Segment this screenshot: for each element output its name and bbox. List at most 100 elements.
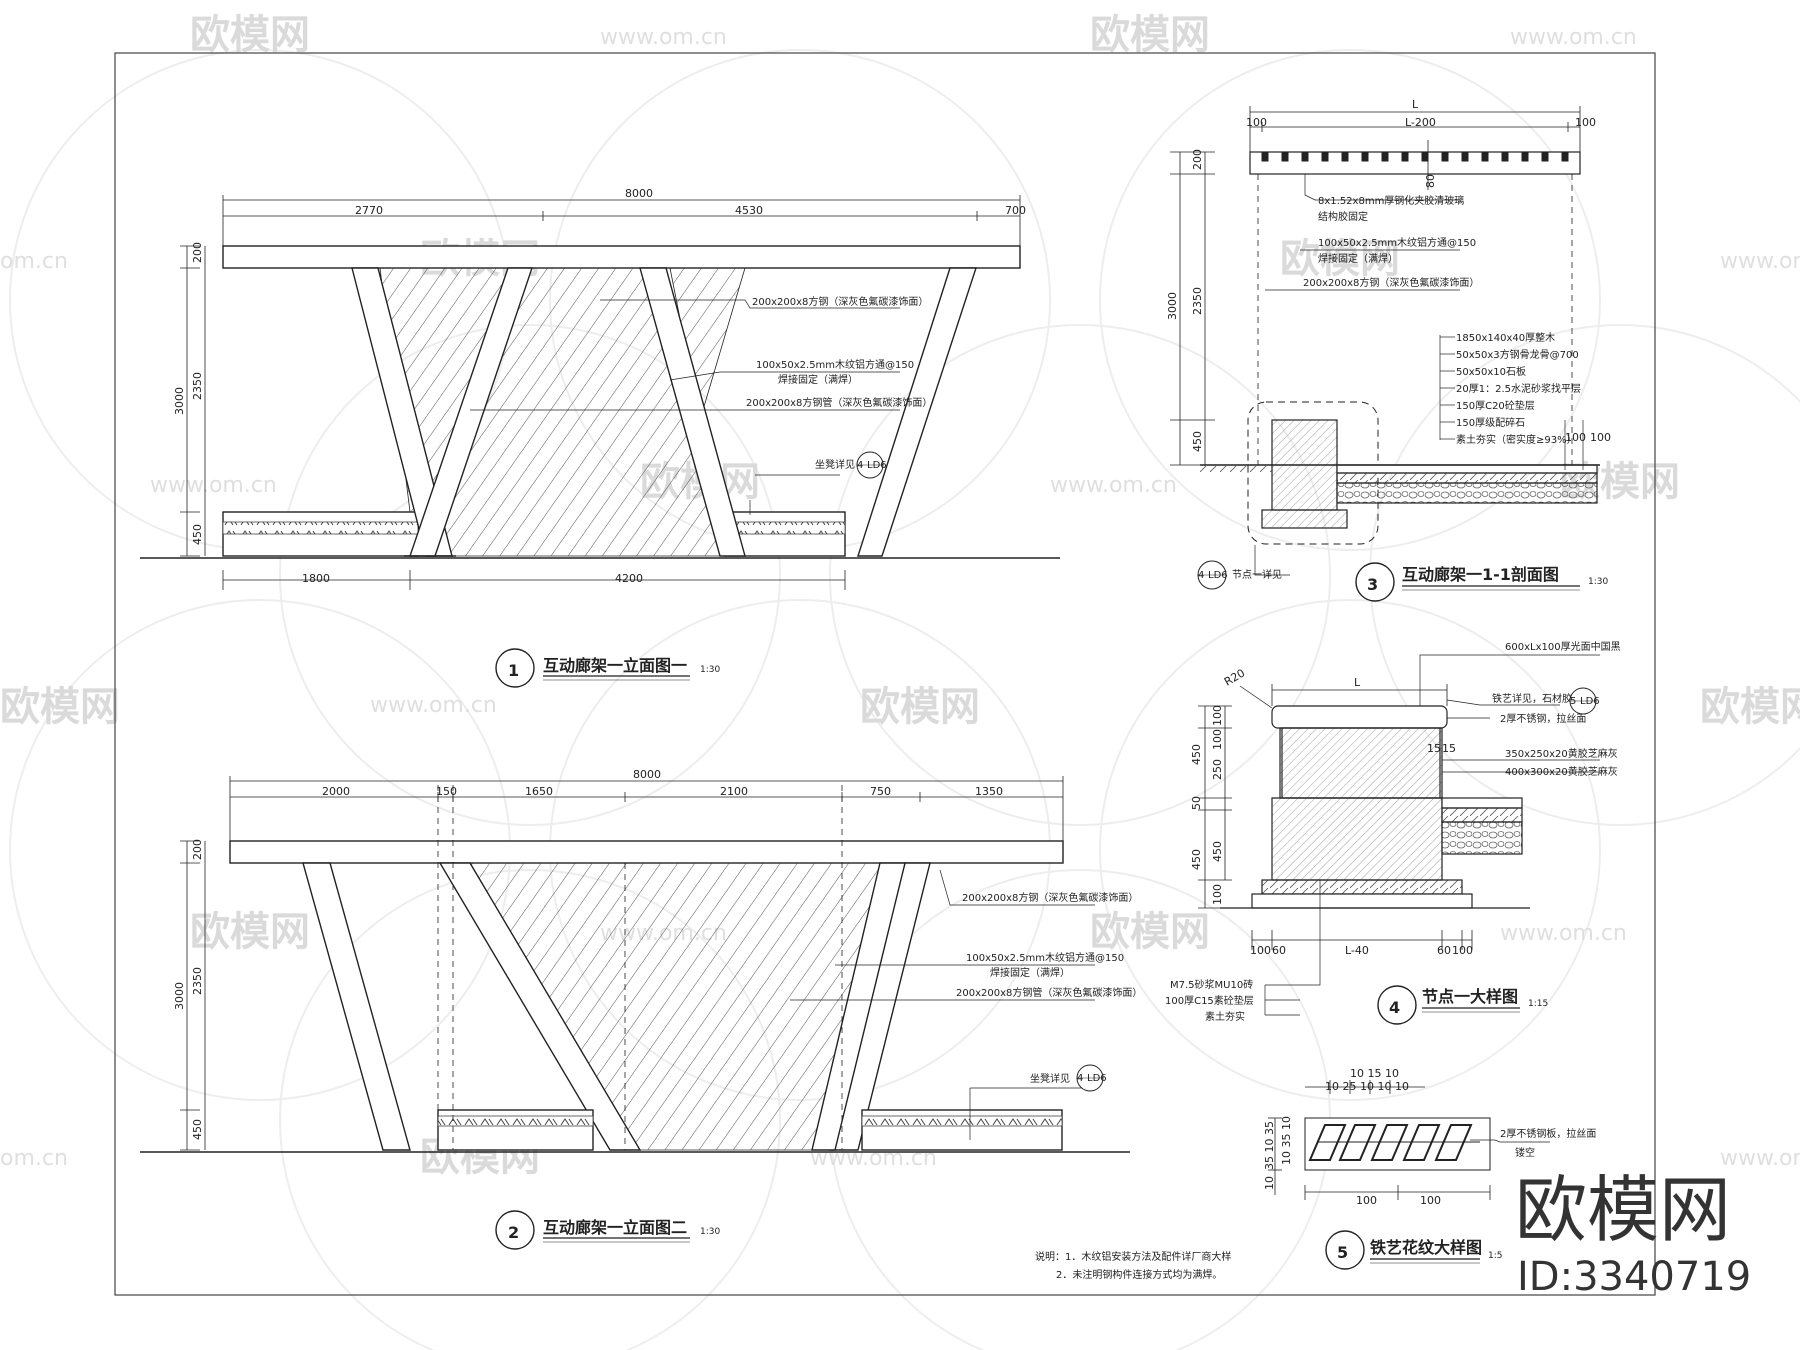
- d5-title-num: 5: [1337, 1243, 1348, 1262]
- s3-ref-sheet: LD6: [1208, 570, 1228, 581]
- e1-dim-b: 4530: [735, 204, 763, 217]
- s3-dim-a: 100: [1246, 116, 1267, 129]
- s3-title-bubble: [1355, 562, 1395, 602]
- bench-foundation: [1271, 797, 1443, 881]
- e1-ref-num: 4: [857, 460, 863, 471]
- e2-title: 互动廊架一立面图二: [543, 1218, 687, 1237]
- d5-dim-bottom-b: 100: [1420, 1194, 1441, 1207]
- s3-note-4: 200x200x8方钢（深灰色氟碳漆饰面）: [1303, 276, 1479, 289]
- d5-dims-left3: 10: [1263, 1176, 1276, 1190]
- elevation-2-labels: 8000 2000 150 1650 2100 750 1350 200 235…: [173, 768, 1142, 1250]
- e1-dim-h200: 200: [191, 242, 204, 263]
- column-2-1: [302, 862, 411, 1151]
- d4-note-2: 2厚不锈钢，拉丝面: [1500, 712, 1586, 725]
- e2-note-2: 焊接固定（满焊）: [990, 966, 1070, 979]
- column-2-2: [438, 862, 642, 1151]
- watermark-logo-1: 欧模网: [190, 12, 310, 58]
- s3-note-1: 结构胶固定: [1318, 210, 1368, 223]
- brand-logo: 欧模网: [1515, 1168, 1731, 1252]
- roof-beam: [222, 245, 1021, 269]
- e1-dim-a: 2770: [355, 204, 383, 217]
- d4-note-4: 400x300x20黄胶芝麻灰: [1505, 765, 1618, 778]
- e2-note-1: 100x50x2.5mm木纹铝方通@150: [966, 951, 1124, 964]
- section-1-1: [1170, 106, 1600, 576]
- d4-dim-bottom-e: 100: [1452, 944, 1473, 957]
- watermark-site-10: www.om.cn: [1500, 921, 1627, 946]
- e2-dim-a: 2000: [322, 785, 350, 798]
- e2-title-bubble: [495, 1210, 535, 1250]
- s3-layer-2: 50x50x10石板: [1456, 365, 1526, 378]
- d4-dim-15b: 15: [1442, 742, 1456, 755]
- d4-dim-15: 15: [1427, 742, 1441, 755]
- e2-note-0: 200x200x8方钢（深灰色氟碳漆饰面）: [962, 891, 1138, 904]
- detail-4: [1198, 654, 1600, 1016]
- e1-note-3: 200x200x8方钢管（深灰色氟碳漆饰面）: [746, 396, 932, 409]
- section-1-1-labels: L 100 L-200 100 80 200 2350 3000 450 100…: [1166, 98, 1611, 602]
- e1-title: 互动廊架一立面图一: [543, 656, 687, 675]
- d5-dims-left: 10 35 10: [1280, 1116, 1293, 1165]
- s3-layer-6: 素土夯实（密实度≥93%）: [1456, 433, 1577, 446]
- watermark-site-4: om.cn: [0, 249, 68, 274]
- d4-scale: 1:15: [1528, 999, 1548, 1009]
- e2-ref-sheet: LD6: [1087, 1073, 1107, 1084]
- column-4: [857, 267, 977, 557]
- e2-dim-total: 8000: [633, 768, 661, 781]
- roof-beam-2: [229, 840, 1064, 864]
- e2-dim-b: 150: [436, 785, 457, 798]
- e1-dim-bottom-b: 4200: [615, 572, 643, 585]
- d4-dim-L: L: [1354, 676, 1361, 689]
- detail-4-callout: [1247, 401, 1379, 545]
- watermark-logo-11: 欧模网: [1090, 909, 1210, 955]
- watermark-logo-8: 欧模网: [860, 684, 980, 730]
- e1-dim-c: 700: [1005, 204, 1026, 217]
- d4-dim-left-h: 100: [1211, 884, 1224, 905]
- e2-scale: 1:30: [700, 1227, 720, 1237]
- watermark-site-1: www.om.cn: [600, 25, 727, 50]
- d4-dim-left-f: 450: [1211, 841, 1224, 862]
- e2-note-3: 200x200x8方钢管（深灰色氟碳漆饰面）: [956, 986, 1142, 999]
- d4-dim-bottom-d: 60: [1437, 944, 1451, 957]
- e2-dim-h3000: 3000: [173, 982, 186, 1010]
- d5-title-bubble: [1325, 1230, 1365, 1270]
- d4-dim-R20: R20: [1222, 667, 1247, 689]
- s3-ref-num: 4: [1198, 570, 1204, 581]
- detail-5: [1268, 1080, 1550, 1200]
- e1-ref-label: 坐凳详见: [815, 458, 855, 471]
- e2-dim-e: 750: [870, 785, 891, 798]
- d5-dims-top1: 10 15 10: [1350, 1067, 1399, 1080]
- watermark-logo-4: 欧模网: [1280, 236, 1400, 282]
- explain-line-0: 说明：1．木纹铝安装方法及配件详厂商大样: [1035, 1250, 1231, 1263]
- e1-dim-h2350: 2350: [191, 372, 204, 400]
- d4-note-bottom-2: 素土夯实: [1205, 1010, 1245, 1023]
- e2-dim-h2350: 2350: [191, 967, 204, 995]
- explain-line-1: 2．未注明钢构件连接方式均为满焊。: [1056, 1268, 1222, 1281]
- watermark-logo-7: 欧模网: [0, 684, 120, 730]
- d5-dim-bottom-a: 100: [1356, 1194, 1377, 1207]
- s3-dim-h450: 450: [1191, 431, 1204, 452]
- d4-dim-left-b: 100: [1211, 729, 1224, 750]
- e2-dim-c: 1650: [525, 785, 553, 798]
- watermark-site-7: www.om.cn: [1050, 473, 1177, 498]
- d4-ref-num: 5: [1570, 696, 1576, 707]
- e1-dim-bottom-a: 1800: [302, 572, 330, 585]
- iron-pattern: [1308, 1124, 1480, 1161]
- d4-note-3: 350x250x20黄胶芝麻灰: [1505, 747, 1618, 760]
- e1-dim-h3000: 3000: [173, 387, 186, 415]
- e1-note-1: 100x50x2.5mm木纹铝方通@150: [756, 358, 914, 371]
- s3-note-0: 8x1.52x8mm厚钢化夹胶清玻璃: [1318, 194, 1464, 207]
- elevation-1-labels: 8000 2770 4530 700 200 2350 3000 450 180…: [173, 187, 1026, 688]
- s3-dim-right-b: 100: [1590, 431, 1611, 444]
- d4-dim-left-d: 450: [1190, 744, 1203, 765]
- s3-layer-0: 1850x140x40厚整木: [1456, 331, 1555, 344]
- d4-dim-left-g: 450: [1190, 849, 1203, 870]
- d5-scale: 1:5: [1488, 1251, 1502, 1261]
- d4-title-num: 4: [1389, 998, 1400, 1017]
- watermark-logo-9: 欧模网: [1700, 684, 1800, 730]
- d4-dim-bottom-a: 100: [1250, 944, 1271, 957]
- d4-dim-bottom-c: L-40: [1345, 944, 1369, 957]
- elevation-1: [140, 195, 1060, 590]
- bench-cap-stone: [1271, 705, 1448, 729]
- s3-dim-L: L: [1412, 98, 1419, 111]
- d4-dim-left-c: 250: [1211, 759, 1224, 780]
- s3-dim-h200: 200: [1191, 149, 1204, 170]
